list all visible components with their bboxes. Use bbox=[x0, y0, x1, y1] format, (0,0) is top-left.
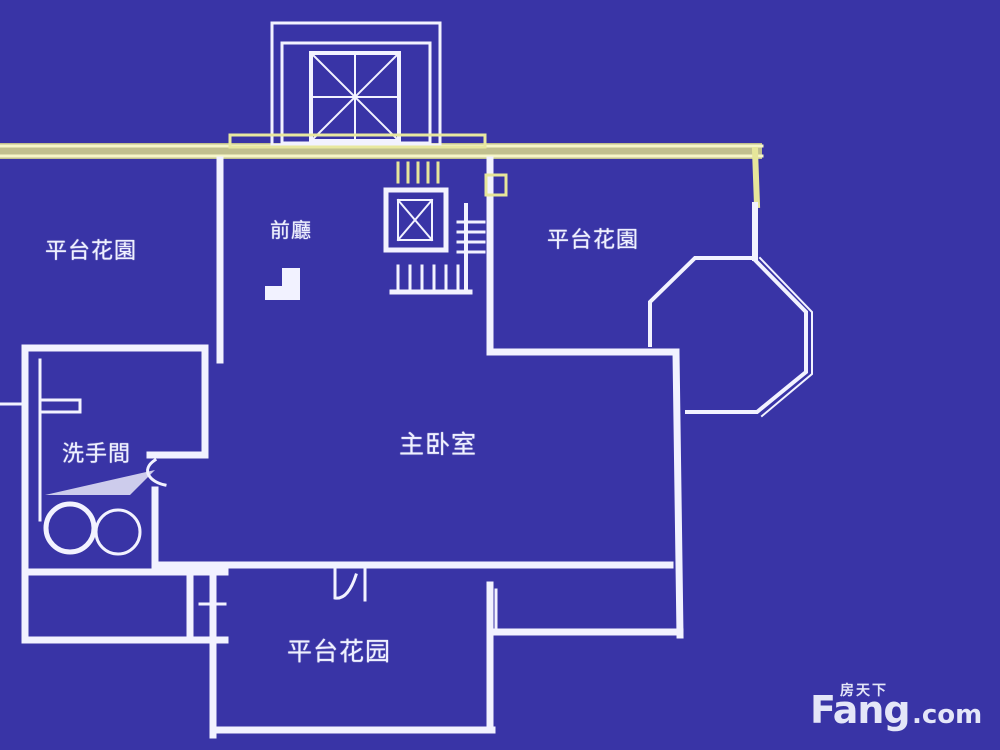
washroom-fixtures bbox=[43, 457, 167, 556]
watermark-chinese: 房天下 bbox=[840, 683, 888, 699]
foyer-cabinet bbox=[265, 268, 300, 300]
top-wall-band bbox=[0, 143, 764, 209]
room-label-master-bedroom: 主卧室 bbox=[399, 430, 478, 459]
stair-core bbox=[383, 161, 508, 295]
fang-com-watermark: Fang 房天下 .com bbox=[800, 680, 990, 740]
room-label-foyer: 前廳 bbox=[270, 218, 312, 242]
skylight-structure bbox=[228, 21, 487, 149]
walls bbox=[21, 156, 684, 739]
door-swings bbox=[333, 568, 367, 602]
watermark-brand: Fang bbox=[810, 688, 911, 732]
room-label-washroom: 洗手間 bbox=[62, 442, 132, 467]
thin-walls bbox=[0, 358, 498, 642]
room-label-terrace-garden-south: 平台花园 bbox=[287, 637, 392, 666]
room-label-terrace-garden-northwest: 平台花園 bbox=[45, 239, 138, 264]
bay-window bbox=[648, 202, 813, 418]
room-label-terrace-garden-northeast: 平台花園 bbox=[547, 228, 640, 253]
watermark-domain: .com bbox=[912, 700, 983, 730]
